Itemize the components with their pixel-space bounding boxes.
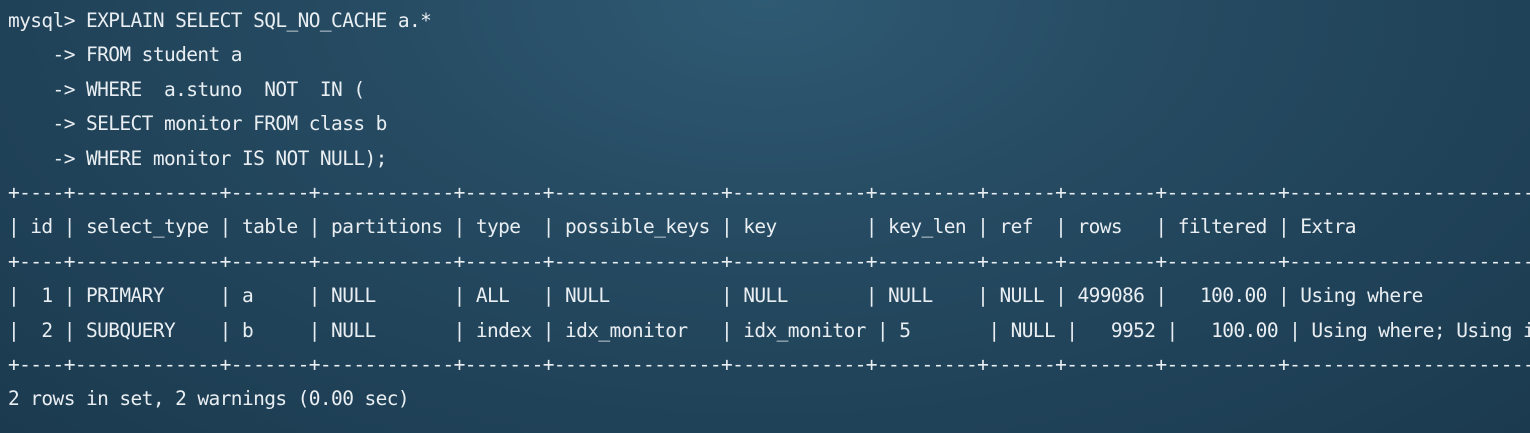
- table-border: +----+-------------+-------+------------…: [8, 180, 1530, 204]
- command-line: -> WHERE monitor IS NOT NULL);: [8, 146, 388, 170]
- table-border: +----+-------------+-------+------------…: [8, 352, 1530, 376]
- status-line: 2 rows in set, 2 warnings (0.00 sec): [8, 387, 410, 411]
- table-border: +----+-------------+-------+------------…: [8, 249, 1530, 273]
- command-line: -> FROM student a: [8, 43, 243, 67]
- command-line: -> WHERE a.stuno NOT IN (: [8, 77, 366, 101]
- command-line: -> SELECT monitor FROM class b: [8, 112, 388, 136]
- table-row: | 2 | SUBQUERY | b | NULL | index | idx_…: [8, 318, 1530, 342]
- command-line: mysql> EXPLAIN SELECT SQL_NO_CACHE a.*: [8, 9, 432, 32]
- table-row: | 1 | PRIMARY | a | NULL | ALL | NULL | …: [8, 284, 1530, 308]
- table-header-row: | id | select_type | table | partitions …: [8, 215, 1530, 239]
